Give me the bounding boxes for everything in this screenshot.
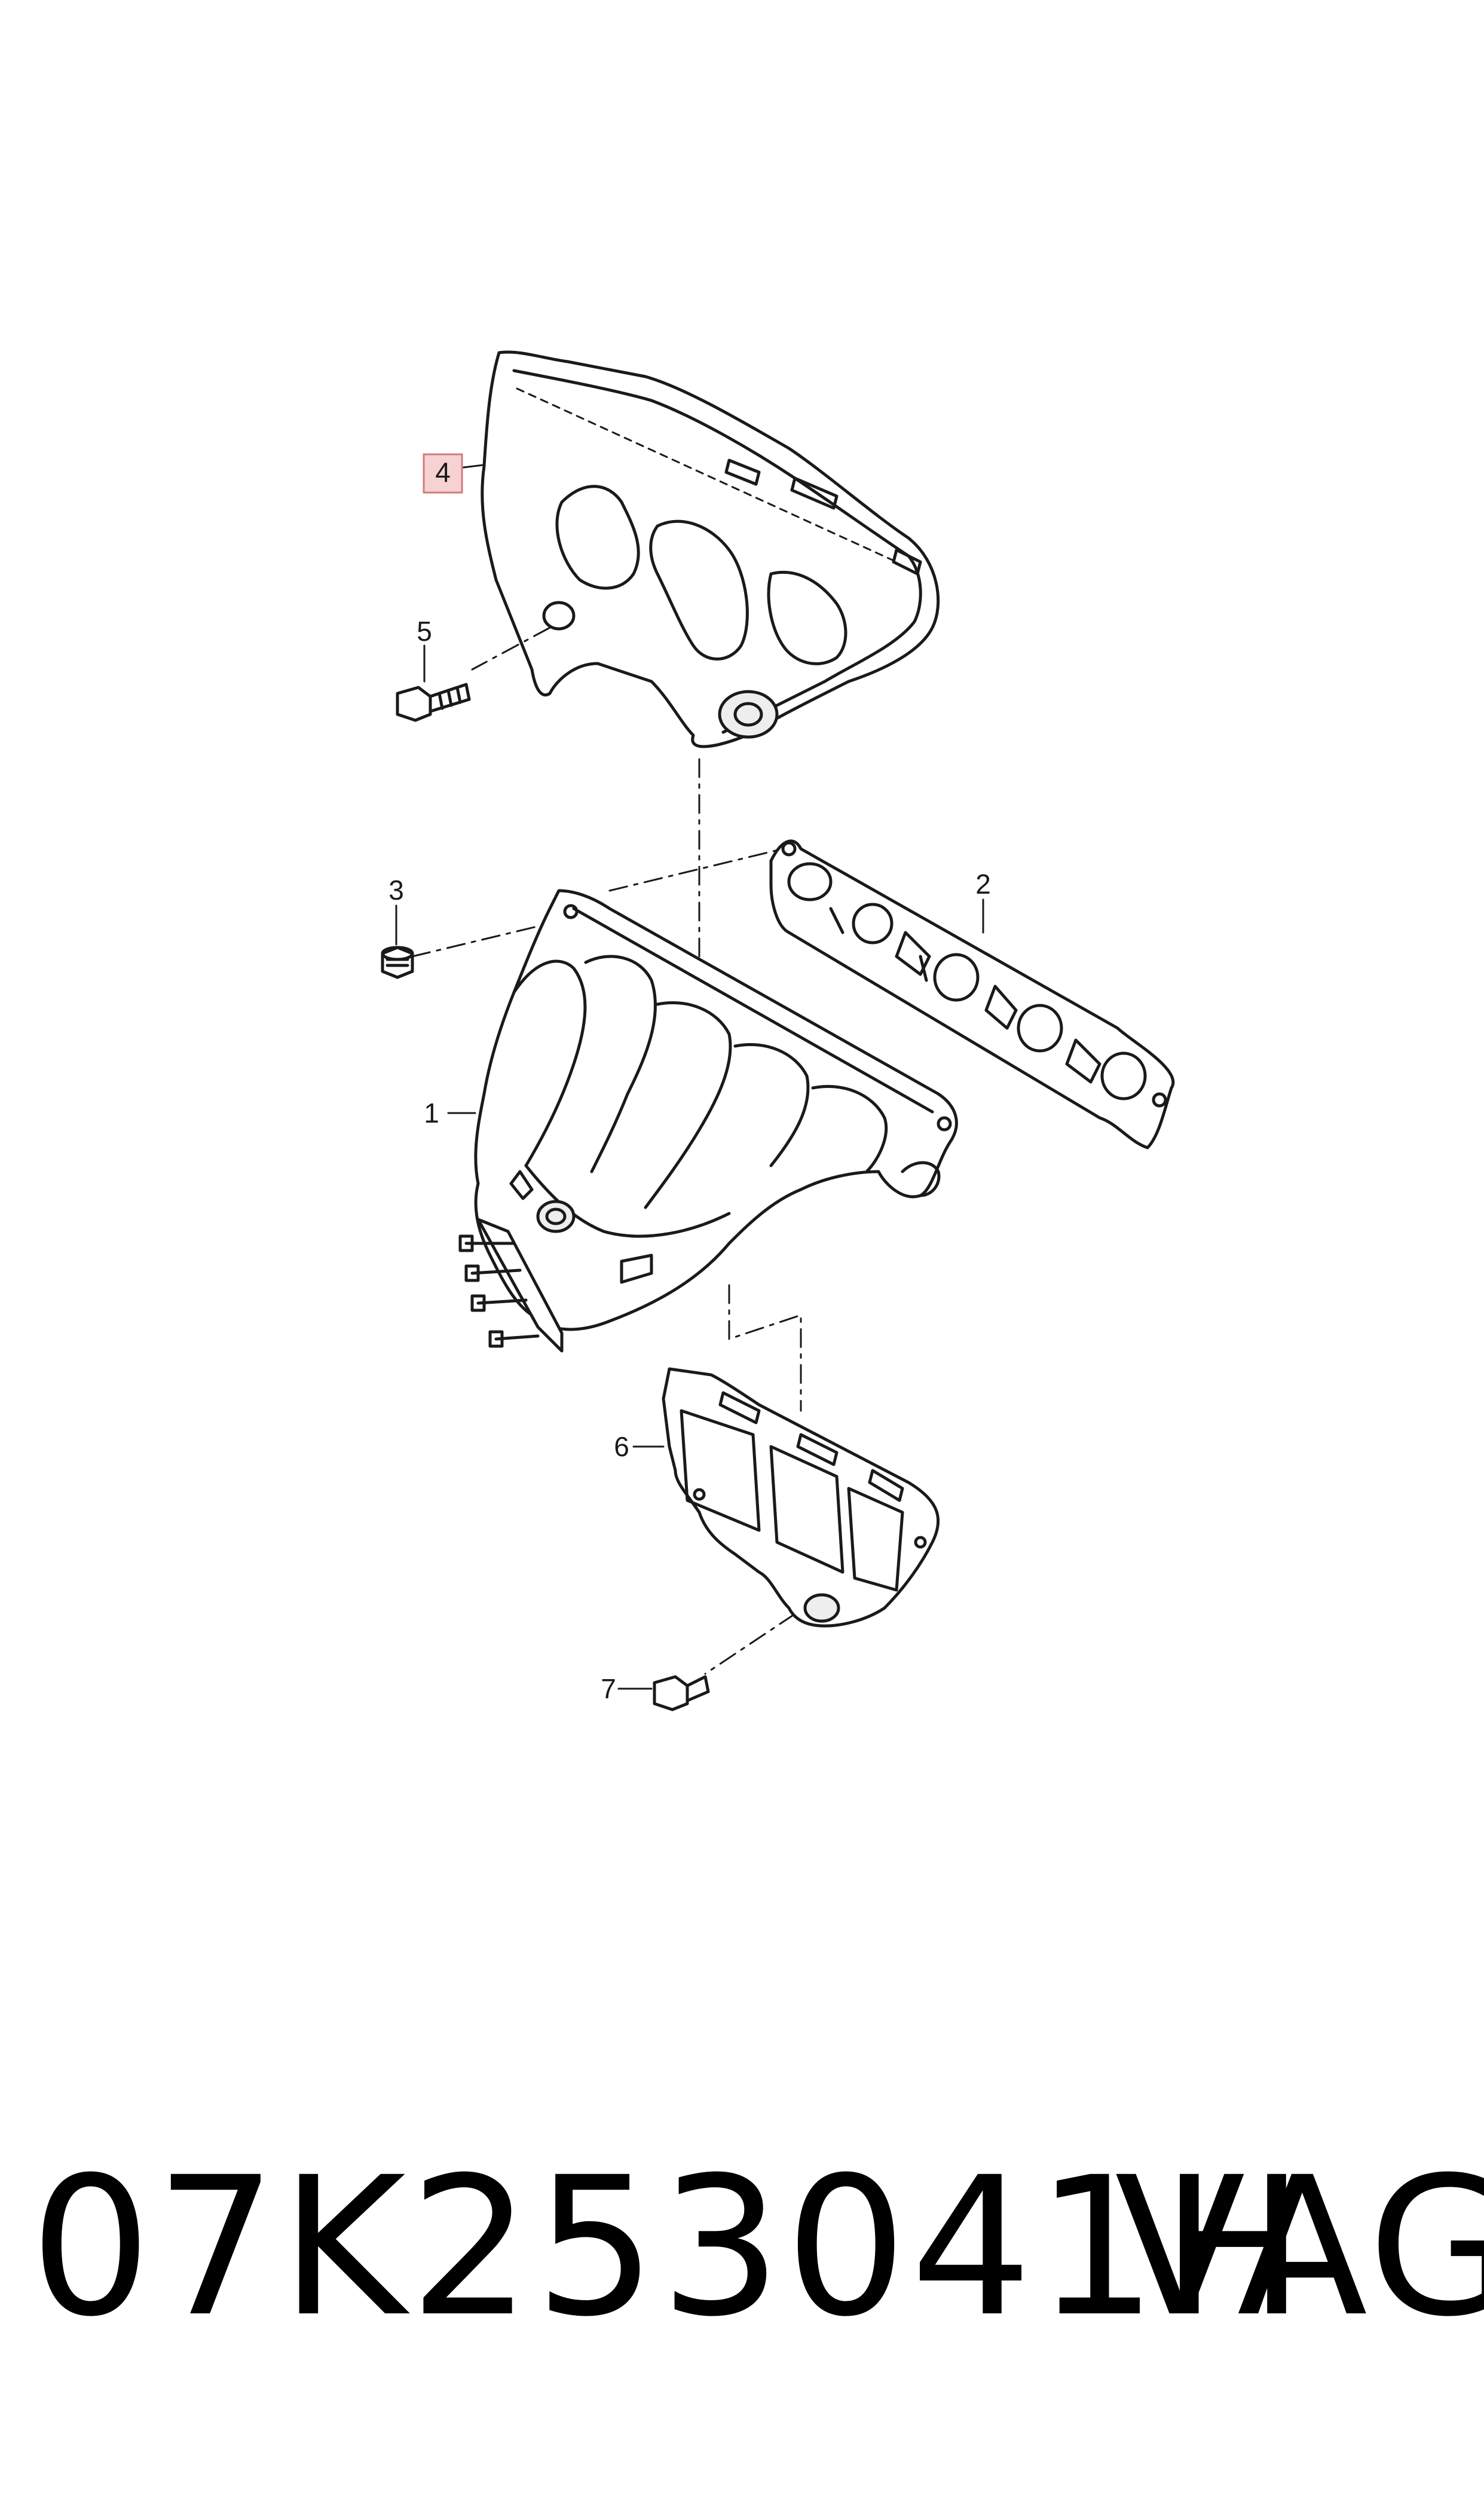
callout-2[interactable]: 2 (975, 869, 991, 900)
lower-heat-shield-part-6 (662, 1367, 940, 1628)
bolt-part-5 (396, 683, 471, 722)
callout-4-highlight-box (423, 453, 463, 494)
callout-5[interactable]: 5 (417, 616, 432, 647)
brand-label: VAG (1115, 2136, 1484, 2359)
callout-1[interactable]: 1 (424, 1097, 439, 1129)
heat-shield-part-4 (481, 350, 940, 748)
exhaust-manifold-part-1 (458, 889, 958, 1353)
gasket-part-2 (769, 839, 1175, 1150)
bolt-part-7 (653, 1675, 710, 1711)
callout-6[interactable]: 6 (614, 1431, 629, 1462)
callout-7[interactable]: 7 (601, 1673, 616, 1704)
part-number-label: 07K253041H (30, 2136, 1309, 2359)
callout-4[interactable]: 4 (435, 457, 451, 488)
callout-3[interactable]: 3 (388, 875, 404, 906)
nut-part-3 (381, 946, 414, 979)
exploded-parts-diagram: 4 5 3 2 1 6 7 (381, 350, 1175, 1711)
